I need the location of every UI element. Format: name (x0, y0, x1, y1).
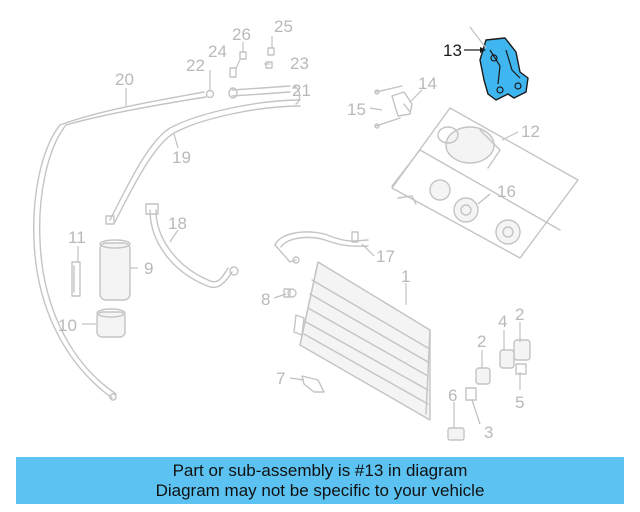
callout-23: 23 (290, 54, 309, 73)
callout-26: 26 (232, 25, 251, 44)
compressor-box-12 (391, 107, 579, 259)
callout-18: 18 (168, 214, 187, 233)
callout-15: 15 (347, 100, 366, 119)
leader-lines (77, 26, 521, 428)
callout-7: 7 (276, 369, 285, 388)
banner-line-2: Diagram may not be specific to your vehi… (155, 480, 485, 500)
info-banner: Part or sub-assembly is #13 in diagram D… (16, 457, 624, 504)
canister-10 (96, 308, 126, 338)
fittings-small (205, 47, 275, 99)
bracket-11 (71, 261, 81, 297)
parts-diagram: 1 2 2 3 4 5 6 7 8 9 10 11 12 13 14 15 16… (33, 17, 579, 442)
condenser-1 (293, 261, 431, 421)
callout-13[interactable]: 13 (443, 41, 462, 60)
callout-24: 24 (208, 42, 227, 61)
callout-3: 3 (484, 423, 493, 442)
callout-5: 5 (515, 393, 524, 412)
callout-2-right: 2 (515, 305, 524, 324)
callout-21: 21 (292, 81, 311, 100)
callout-16: 16 (497, 182, 516, 201)
callout-25: 25 (274, 17, 293, 36)
bracket-14 (391, 91, 413, 117)
callout-8: 8 (261, 290, 270, 309)
switches (447, 339, 531, 441)
banner-line-1: Part or sub-assembly is #13 in diagram (172, 460, 468, 480)
fitting-21 (228, 85, 301, 105)
callout-14: 14 (418, 74, 437, 93)
bolt-8 (283, 288, 297, 298)
hose-18 (145, 203, 239, 289)
hose-19 (105, 99, 301, 225)
callout-19: 19 (172, 148, 191, 167)
hose-20 (33, 91, 207, 401)
clutch-box-16 (397, 179, 521, 245)
callout-6: 6 (448, 386, 457, 405)
callout-12: 12 (521, 122, 540, 141)
callout-2-left: 2 (477, 332, 486, 351)
receiver-drier-9 (99, 239, 131, 301)
callout-20: 20 (115, 70, 134, 89)
bracket-7 (301, 375, 325, 393)
callout-22: 22 (186, 56, 205, 75)
hose-17 (274, 231, 369, 264)
callout-4: 4 (498, 312, 507, 331)
bolts-15 (374, 85, 403, 129)
callout-11: 11 (68, 228, 86, 247)
callout-13-arrowhead (480, 47, 486, 53)
callout-1: 1 (401, 267, 410, 286)
callout-10: 10 (58, 316, 77, 335)
callout-17: 17 (376, 247, 395, 266)
highlighted-part-13[interactable] (479, 37, 529, 101)
callout-9: 9 (144, 259, 153, 278)
